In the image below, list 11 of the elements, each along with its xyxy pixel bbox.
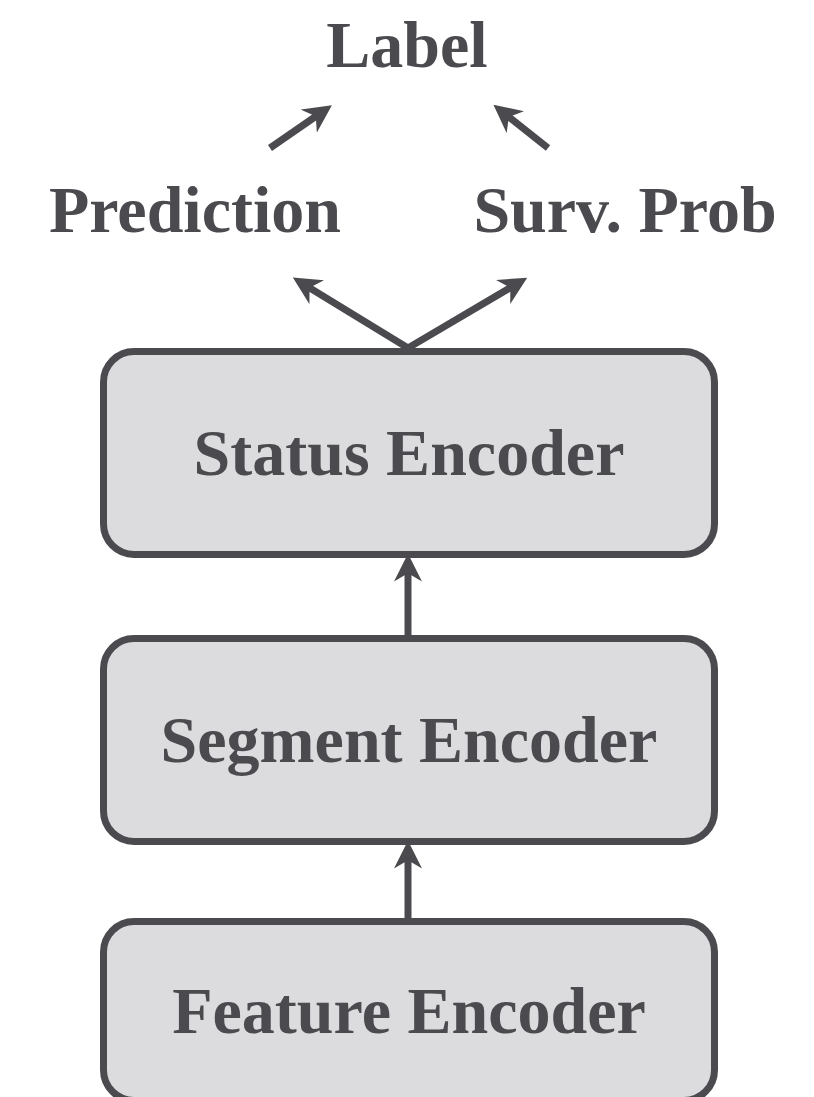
box-label: Feature Encoder bbox=[172, 974, 646, 1048]
output-label: Surv. Prob bbox=[473, 173, 777, 247]
arrow bbox=[493, 104, 551, 151]
arrow bbox=[268, 105, 332, 151]
encoder-box bbox=[100, 635, 718, 845]
output-label: Label bbox=[326, 8, 488, 82]
encoder-box bbox=[100, 918, 718, 1097]
box-label: Segment Encoder bbox=[160, 703, 658, 777]
output-label: Prediction bbox=[48, 173, 342, 247]
encoder-box bbox=[100, 348, 718, 558]
box-label: Status Encoder bbox=[193, 416, 625, 490]
